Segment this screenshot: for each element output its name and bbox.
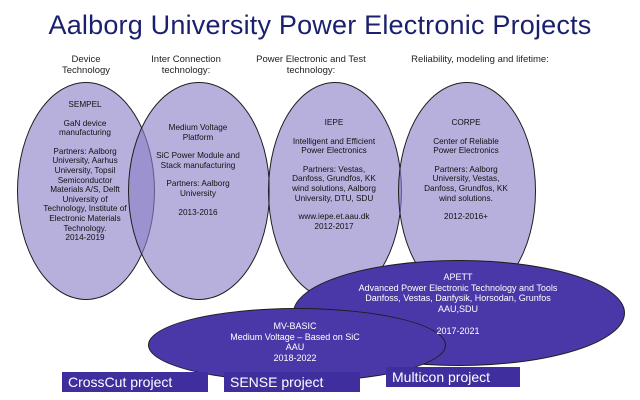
multicon-project-box: Multicon project <box>386 367 520 387</box>
apett-years: 2017-2021 <box>436 326 480 336</box>
iepe-url: www.iepe.et.aau.dk <box>298 212 370 222</box>
apett-description: Advanced Power Electronic Technology and… <box>358 282 558 314</box>
mv-basic-description: Medium Voltage – Based on SiC AAU <box>230 331 360 353</box>
column-header-power-electronic: Power Electronic and Test technology: <box>256 54 366 76</box>
mv-basic-name: MV-BASIC <box>273 321 317 331</box>
sempel-name: SEMPEL <box>68 100 102 109</box>
interconnect-partners: Partners: Aalborg University <box>166 179 230 198</box>
iepe-text: IEPE Intelligent and Efficient Power Ele… <box>276 118 392 231</box>
apett-name: APETT <box>443 272 473 282</box>
mv-basic-years: 2018-2022 <box>273 352 317 363</box>
interconnect-years: 2013-2016 <box>178 207 218 217</box>
interconnect-ellipse <box>128 82 270 300</box>
iepe-years: 2012-2017 <box>314 221 354 231</box>
corpe-years: 2012-2016+ <box>444 212 488 222</box>
iepe-description: Intelligent and Efficient Power Electron… <box>292 136 376 156</box>
sempel-years: 2014-2019 <box>65 233 105 243</box>
corpe-partners: Partners: Aalborg University, Vestas, Da… <box>424 164 508 203</box>
sempel-partners: Partners: Aalborg University, Aarhus Uni… <box>43 146 127 233</box>
page-title: Aalborg University Power Electronic Proj… <box>48 10 592 40</box>
sempel-text: SEMPEL GaN device manufacturing Partners… <box>22 100 148 243</box>
sense-project-box: SENSE project <box>224 372 360 392</box>
column-header-reliability: Reliability, modeling and lifetime: <box>411 54 549 65</box>
column-header-interconnect: Inter Connection technology: <box>151 54 221 76</box>
apett-text: APETT Advanced Power Electronic Technolo… <box>310 272 606 337</box>
interconnect-description: SiC Power Module and Stack manufacturing <box>156 151 240 170</box>
interconnect-text: Medium Voltage Platform SiC Power Module… <box>132 123 264 217</box>
interconnect-name: Medium Voltage Platform <box>168 123 228 142</box>
corpe-description: Center of Reliable Power Electronics <box>433 136 499 156</box>
crosscut-project-box: CrossCut project <box>62 372 208 392</box>
corpe-name: CORPE <box>451 118 481 127</box>
sempel-description: GaN device manufacturing <box>59 118 111 138</box>
mv-basic-text: MV-BASIC Medium Voltage – Based on SiC A… <box>180 321 410 363</box>
column-header-device: Device Technology <box>61 54 111 76</box>
iepe-partners: Partners: Vestas, Danfoss, Grundfos, KK … <box>292 164 376 203</box>
iepe-name: IEPE <box>324 118 344 127</box>
corpe-text: CORPE Center of Reliable Power Electroni… <box>404 118 528 222</box>
